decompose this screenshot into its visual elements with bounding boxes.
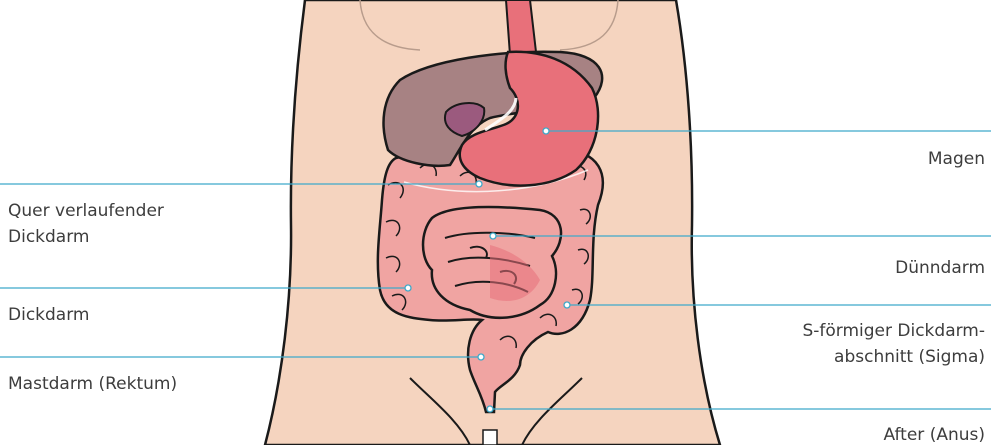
label-after-text: After (Anus) xyxy=(883,422,985,445)
label-mastdarm-text: Mastdarm (Rektum) xyxy=(8,371,177,397)
pointer-dot-sigma xyxy=(564,302,570,308)
label-duenndarm: Dünndarm xyxy=(895,255,985,281)
label-mastdarm: Mastdarm (Rektum) xyxy=(8,371,177,397)
label-after: After (Anus) xyxy=(883,422,985,445)
pointer-dot-quer xyxy=(476,181,482,187)
label-magen-text: Magen xyxy=(928,146,985,172)
pointer-dot-magen xyxy=(543,128,549,134)
pointer-dot-dickdarm xyxy=(405,285,411,291)
label-quer-line2: Dickdarm xyxy=(8,224,164,250)
label-magen: Magen xyxy=(928,146,985,172)
label-dickdarm-text: Dickdarm xyxy=(8,302,89,328)
label-sigma: S-förmiger Dickdarm- abschnitt (Sigma) xyxy=(802,318,985,370)
label-duenndarm-text: Dünndarm xyxy=(895,255,985,281)
label-quer-line1: Quer verlaufender xyxy=(8,198,164,224)
label-dickdarm: Dickdarm xyxy=(8,302,89,328)
label-quer-verlaufender-dickdarm: Quer verlaufender Dickdarm xyxy=(8,198,164,250)
label-sigma-line1: S-förmiger Dickdarm- xyxy=(802,318,985,344)
pointer-dot-duenndarm xyxy=(490,233,496,239)
pointer-dot-after xyxy=(487,406,493,412)
label-sigma-line2: abschnitt (Sigma) xyxy=(802,344,985,370)
esophagus xyxy=(506,0,536,55)
leg-gap xyxy=(483,430,497,445)
pointer-dot-mastdarm xyxy=(478,354,484,360)
